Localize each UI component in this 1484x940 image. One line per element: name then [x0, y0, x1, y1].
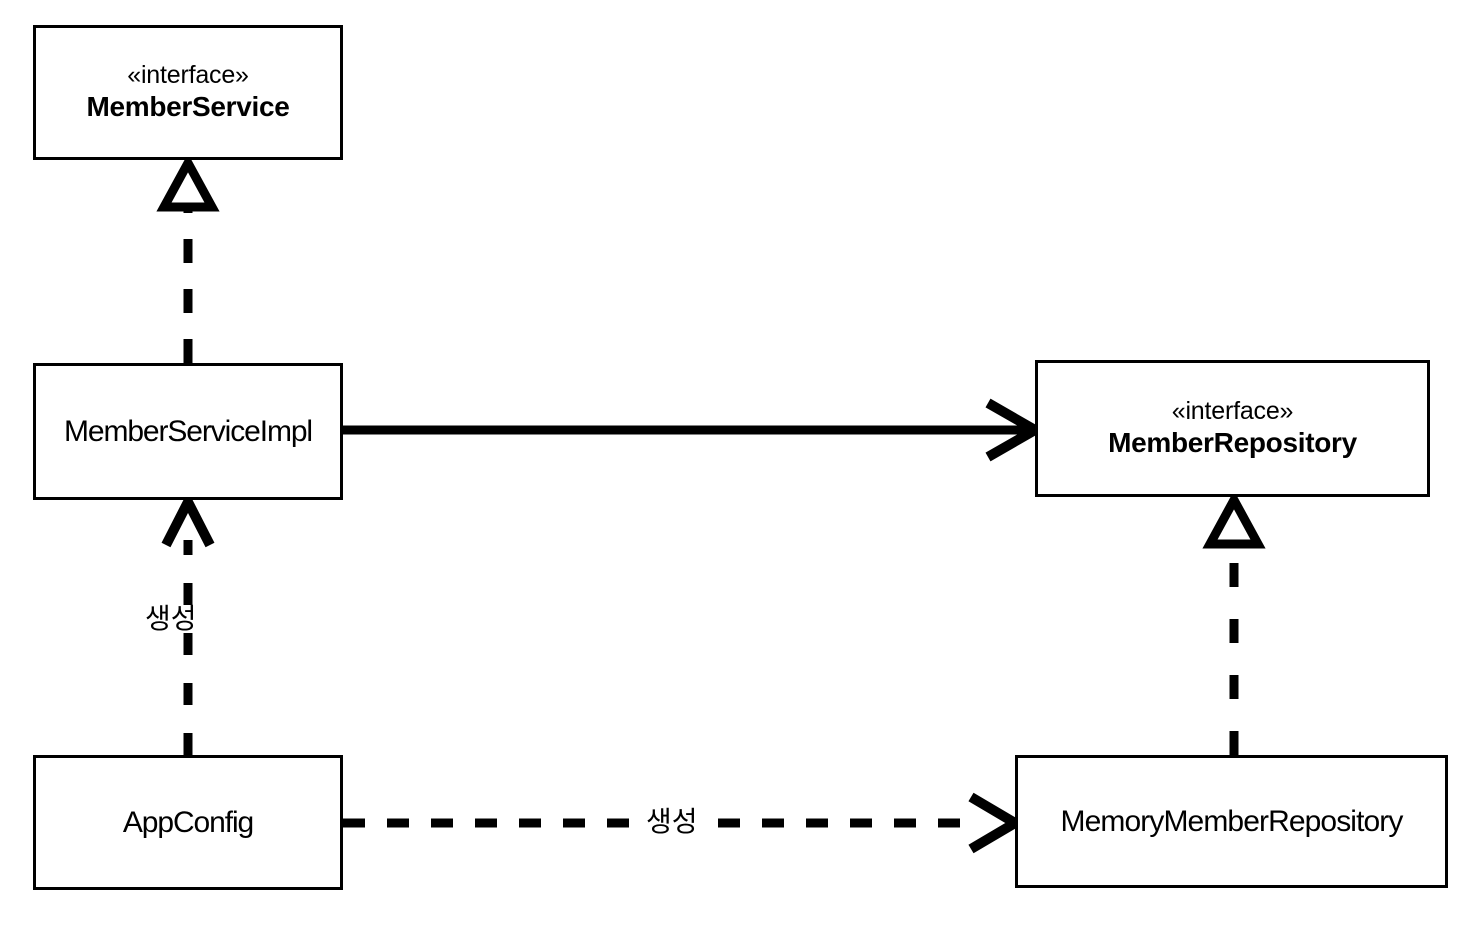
stereotype-label-member-repository: «interface»: [1171, 397, 1294, 426]
class-name-memory-member-repository: MemoryMemberRepository: [1060, 804, 1404, 838]
class-name-member-service-impl: MemberServiceImpl: [63, 414, 313, 448]
edge-memory-realizes-repository: [1202, 490, 1266, 755]
edge-label-create-bottom: 생성: [644, 806, 700, 837]
class-name-member-repository: MemberRepository: [1108, 427, 1357, 459]
open-arrow-icon-memory: [968, 792, 1025, 854]
edge-impl-realizes-service: [156, 153, 220, 363]
edge-impl-uses-repository: [341, 398, 1046, 462]
class-box-member-service-impl[interactable]: MemberServiceImpl: [33, 363, 343, 500]
open-arrow-icon-impl: [161, 491, 215, 548]
class-box-member-service[interactable]: «interface» MemberService: [33, 25, 343, 160]
edge-appconfig-creates-impl: [161, 491, 215, 755]
class-box-app-config[interactable]: AppConfig: [33, 755, 343, 890]
class-box-member-repository[interactable]: «interface» MemberRepository: [1035, 360, 1430, 497]
stereotype-label-member-service: «interface»: [127, 61, 249, 90]
hollow-triangle-icon-service: [156, 153, 220, 212]
hollow-triangle-icon-memory: [1202, 490, 1266, 549]
class-name-app-config: AppConfig: [122, 805, 254, 839]
class-box-memory-member-repository[interactable]: MemoryMemberRepository: [1015, 755, 1448, 888]
class-name-member-service: MemberService: [86, 91, 290, 123]
edge-label-create-left: 생성: [143, 603, 199, 634]
